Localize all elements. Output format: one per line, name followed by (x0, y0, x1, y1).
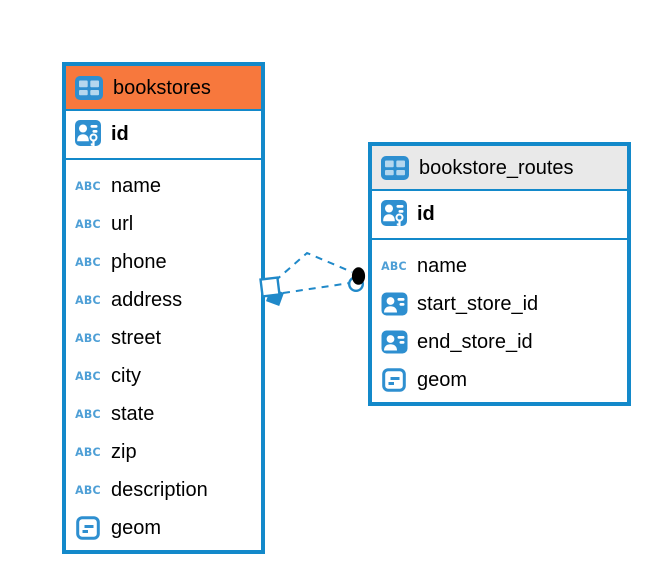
table-title: bookstores (113, 76, 211, 99)
field-row[interactable]: ABC street (66, 319, 261, 357)
field-label: phone (111, 250, 167, 273)
field-label: name (417, 254, 468, 277)
geometry-type-icon (379, 368, 409, 392)
field-label: start_store_id (417, 292, 539, 315)
field-row[interactable]: end_store_id (372, 323, 627, 361)
text-type-icon: ABC (75, 369, 101, 383)
text-type-icon: ABC (75, 217, 101, 231)
relationship-line-lower[interactable] (282, 282, 351, 294)
field-row[interactable]: ABC city (66, 357, 261, 395)
text-type-icon: ABC (75, 483, 101, 497)
field-row[interactable]: ABC url (66, 205, 261, 243)
field-label: address (111, 288, 183, 311)
field-row[interactable]: start_store_id (372, 285, 627, 323)
text-type-icon: ABC (75, 179, 101, 193)
table-title: bookstore_routes (419, 156, 574, 179)
text-type-icon: ABC (75, 407, 101, 421)
relationship-endpoint-squares[interactable] (259, 276, 284, 306)
foreign-key-icon (379, 330, 409, 354)
field-label: city (111, 364, 141, 387)
text-type-icon: ABC (381, 259, 407, 273)
table-bookstores-header[interactable]: bookstores (66, 66, 261, 111)
table-bookstore-routes[interactable]: bookstore_routes id ABC name (368, 142, 631, 406)
field-list: ABC name start_store_id (372, 240, 627, 402)
text-type-icon: ABC (75, 331, 101, 345)
relationship-line-upper[interactable] (274, 251, 353, 282)
field-label: geom (111, 516, 162, 539)
table-icon (74, 75, 104, 100)
field-label: zip (111, 440, 137, 463)
field-list: ABC name ABC url ABC phone ABC address A… (66, 160, 261, 550)
field-label: end_store_id (417, 330, 533, 353)
table-icon (380, 155, 410, 180)
field-label: street (111, 326, 162, 349)
field-row[interactable]: ABC description (66, 471, 261, 509)
field-label: url (111, 212, 134, 235)
field-row[interactable]: ABC name (372, 247, 627, 285)
field-label: id (111, 123, 129, 145)
text-type-icon: ABC (75, 255, 101, 269)
field-label: name (111, 174, 162, 197)
field-row[interactable]: ABC address (66, 281, 261, 319)
table-bookstore-routes-header[interactable]: bookstore_routes (372, 146, 627, 191)
field-label: state (111, 402, 155, 425)
field-row-pk[interactable]: id (372, 191, 627, 240)
table-bookstores[interactable]: bookstores id ABC name (62, 62, 265, 554)
field-label: geom (417, 368, 468, 391)
field-row[interactable]: geom (372, 361, 627, 399)
field-row[interactable]: ABC zip (66, 433, 261, 471)
geometry-type-icon (73, 516, 103, 540)
relationship-endpoint-dot[interactable] (348, 267, 366, 293)
field-label: description (111, 478, 208, 501)
primary-key-icon (73, 119, 103, 150)
primary-key-icon (379, 199, 409, 230)
field-row[interactable]: geom (66, 509, 261, 547)
field-row[interactable]: ABC state (66, 395, 261, 433)
text-type-icon: ABC (75, 445, 101, 459)
foreign-key-icon (379, 292, 409, 316)
field-row[interactable]: ABC phone (66, 243, 261, 281)
field-row[interactable]: ABC name (66, 167, 261, 205)
field-row-pk[interactable]: id (66, 111, 261, 160)
text-type-icon: ABC (75, 293, 101, 307)
field-label: id (417, 203, 435, 225)
